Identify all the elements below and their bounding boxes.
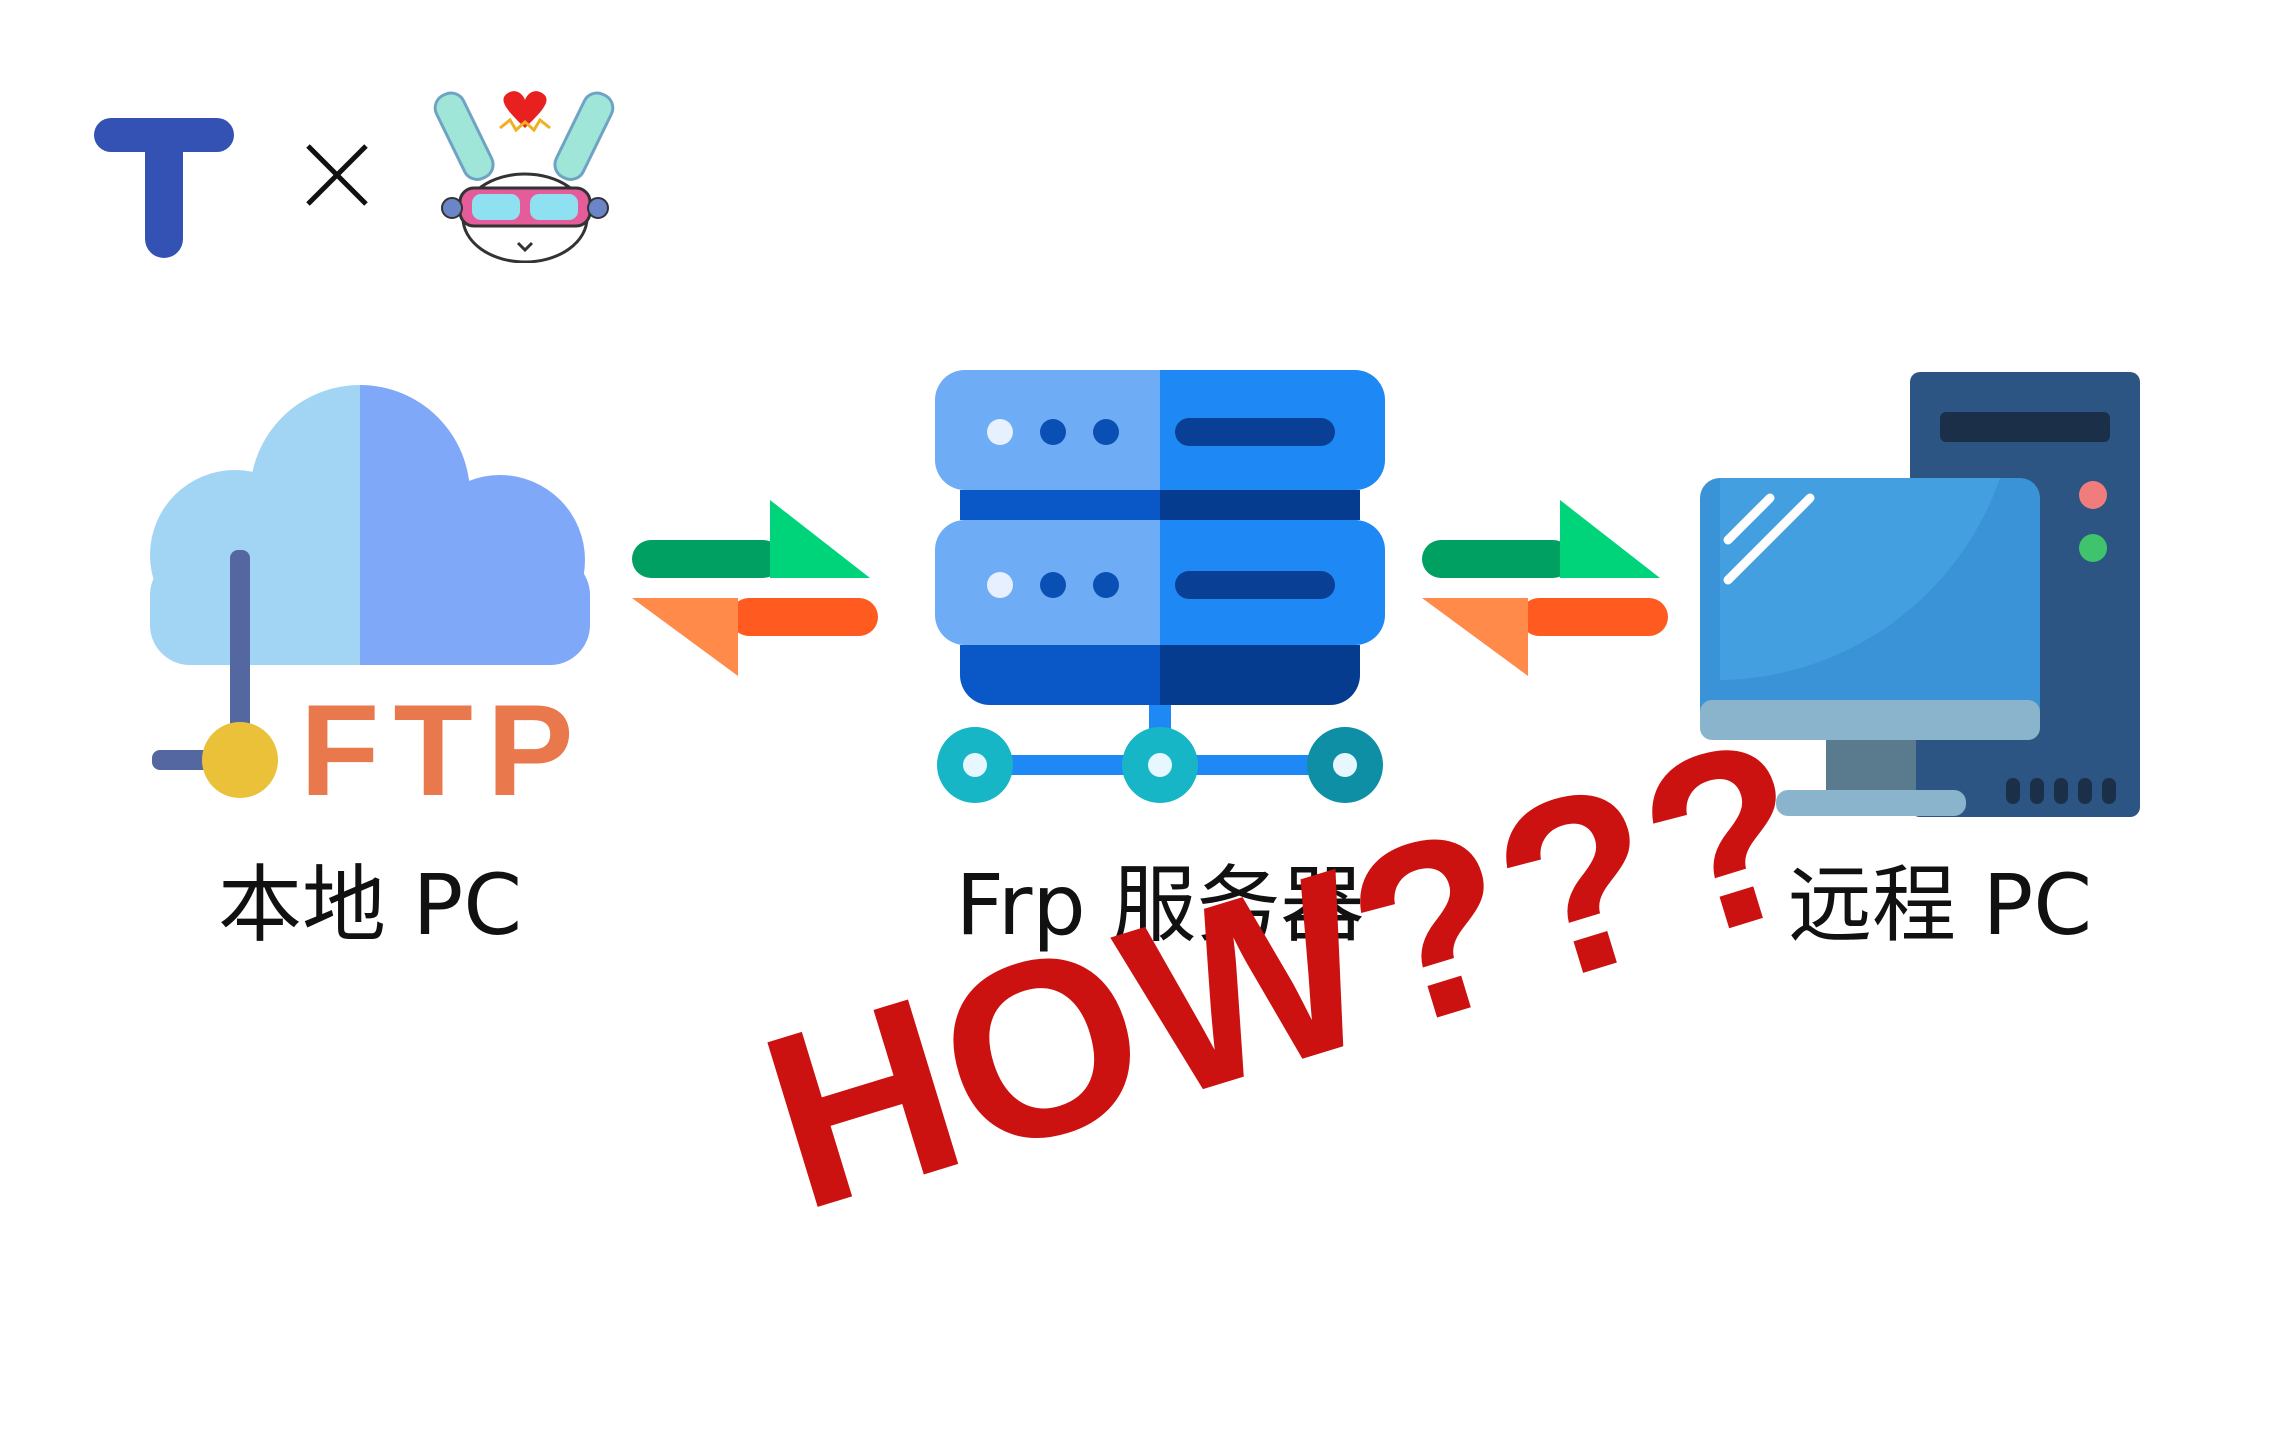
node-label-remote: 远程 PC <box>1787 856 2092 954</box>
cloud-ftp-icon: FTP <box>150 385 590 810</box>
t-logo-icon <box>94 118 234 258</box>
server-rack-icon <box>935 370 1385 803</box>
bidirectional-arrows-icon <box>632 500 878 676</box>
mascot-logo-icon <box>433 91 615 263</box>
bidirectional-arrows-icon <box>1422 500 1668 676</box>
node-label-frp: Frp 服务器 <box>955 856 1365 954</box>
desktop-computer-icon <box>1700 372 2140 817</box>
times-separator-icon <box>306 144 368 206</box>
ftp-text: FTP <box>300 677 588 810</box>
node-label-local: 本地 PC <box>217 856 522 954</box>
